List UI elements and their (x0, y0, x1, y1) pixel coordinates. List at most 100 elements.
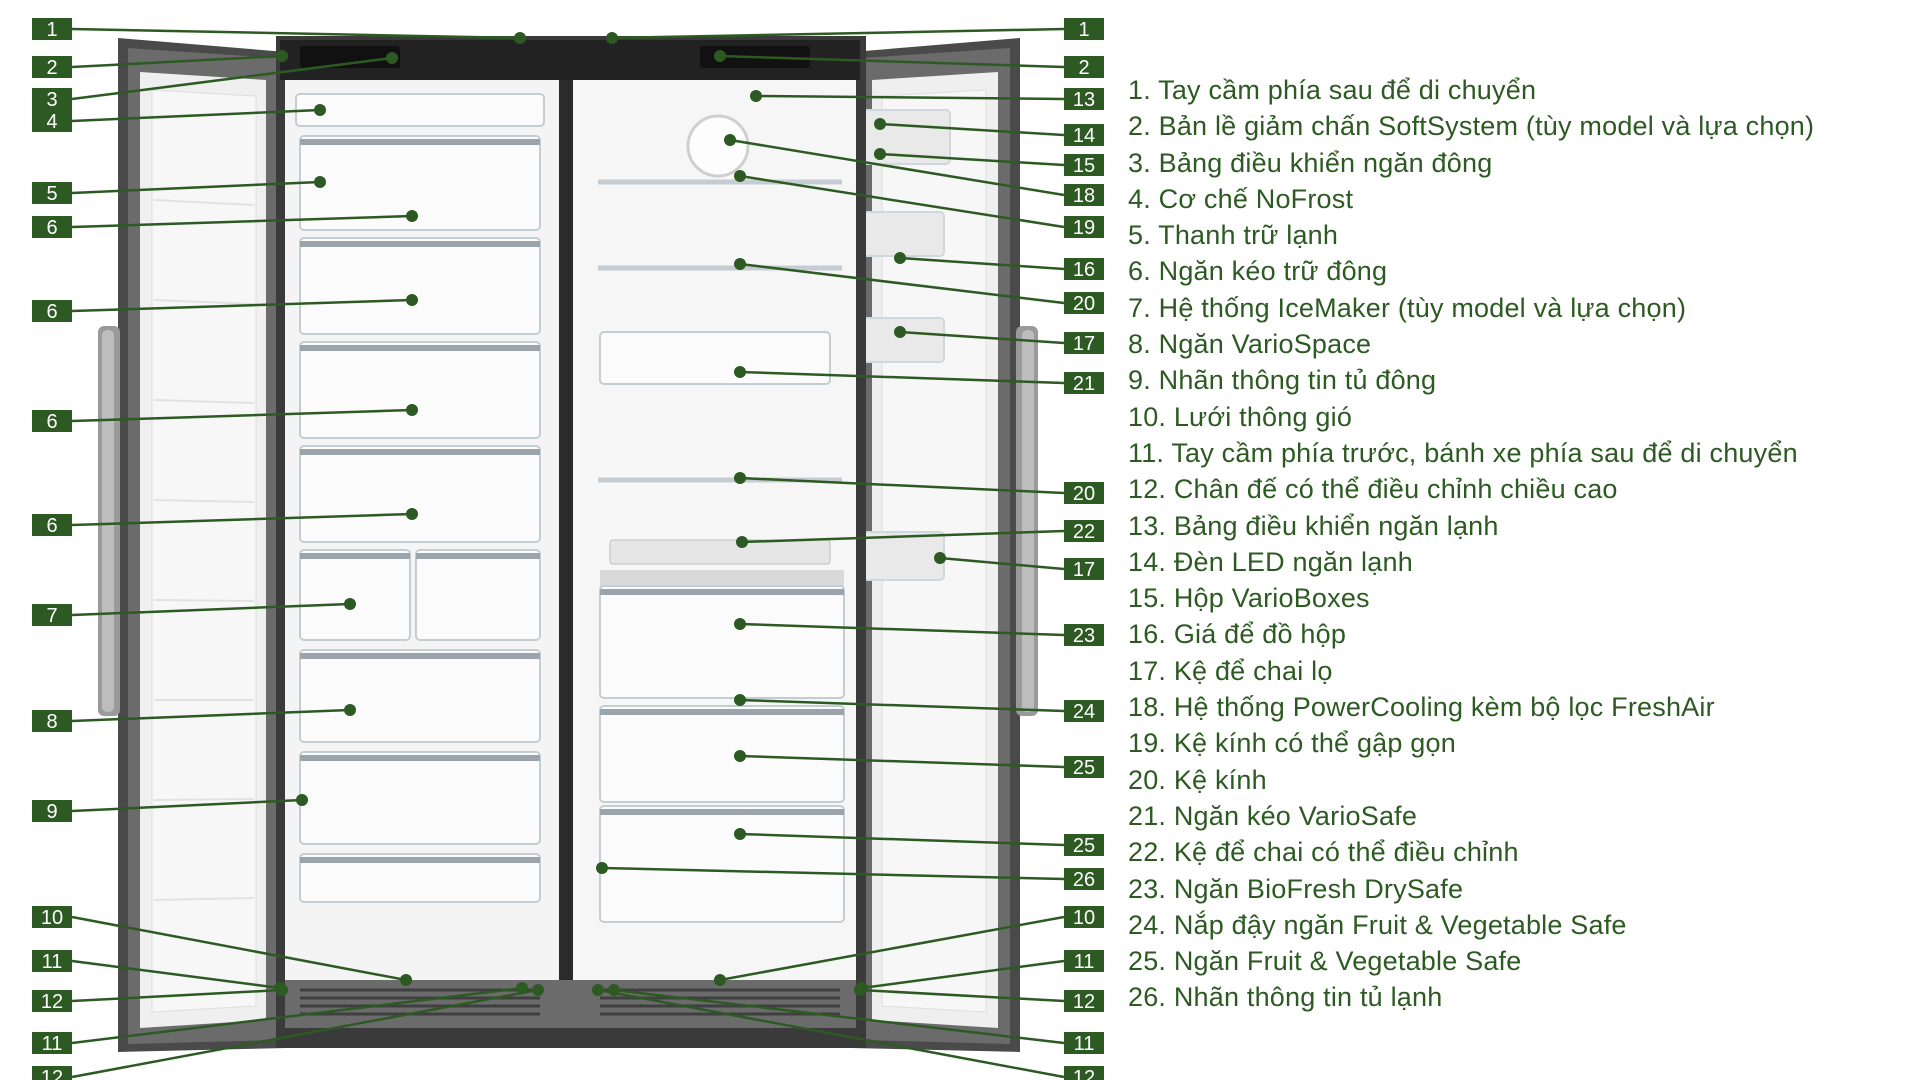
callout-number: 1 (46, 19, 57, 41)
target-dot (344, 704, 356, 716)
leader-line (719, 915, 1065, 982)
fridge-illustration (98, 36, 1038, 1052)
leader-line (741, 529, 1065, 544)
legend-item: 19. Kệ kính có thể gập gọn (1128, 728, 1456, 759)
leader-line (71, 986, 523, 1045)
callout-number: 22 (1073, 521, 1095, 543)
legend-item: 4. Cơ chế NoFrost (1128, 183, 1354, 214)
callout-number: 10 (41, 907, 63, 929)
callout-number: 15 (1073, 155, 1095, 177)
callout-number: 19 (1073, 217, 1095, 239)
callout-right-13: 13 (750, 88, 1104, 111)
leader-line (739, 476, 1065, 495)
leader-line (71, 56, 393, 101)
target-dot (406, 404, 418, 416)
legend-item: 5. Thanh trữ lạnh (1128, 220, 1339, 251)
callout-right-19: 19 (734, 170, 1104, 239)
callout-right-26: 26 (596, 862, 1104, 891)
callout-left-5: 5 (32, 176, 326, 205)
callout-left-6: 6 (32, 210, 418, 239)
leader-line (71, 54, 283, 69)
leader-line (71, 27, 521, 40)
legend-item: 12. Chân đế có thể điều chỉnh chiều cao (1128, 474, 1618, 505)
callout-right-12: 12 (592, 984, 1104, 1080)
callout-number: 20 (1073, 293, 1095, 315)
leader-line (729, 138, 1065, 197)
callout-box (1064, 124, 1104, 146)
legend-list: 1. Tay cầm phía sau để di chuyển 2. Bản … (1128, 72, 1918, 1016)
target-dot (296, 794, 308, 806)
leader-line (899, 330, 1065, 345)
callout-box (1064, 990, 1104, 1012)
leader-line (71, 988, 283, 1003)
target-dot (406, 294, 418, 306)
callout-number: 3 (46, 89, 57, 111)
target-dot (894, 326, 906, 338)
callout-number: 6 (46, 301, 57, 323)
leader-line (71, 214, 413, 229)
callout-number: 26 (1073, 869, 1095, 891)
callout-number: 11 (42, 951, 63, 973)
callout-number: 11 (1074, 951, 1095, 973)
callout-number: 25 (1073, 757, 1095, 779)
leader-line (899, 256, 1065, 271)
legend-item: 13. Bảng điều khiển ngăn lạnh (1128, 510, 1499, 541)
callout-left-8: 8 (32, 704, 356, 733)
callout-number: 6 (46, 515, 57, 537)
target-dot (874, 148, 886, 160)
callout-number: 6 (46, 217, 57, 239)
legend-item: 8. Ngăn VarioSpace (1128, 329, 1372, 360)
callout-box (1064, 834, 1104, 856)
legend-item: 6. Ngăn kéo trữ đông (1128, 256, 1388, 287)
leader-line (879, 152, 1065, 167)
target-dot (750, 90, 762, 102)
target-dot (344, 598, 356, 610)
callout-right-14: 14 (874, 118, 1104, 147)
callout-left-10: 10 (32, 906, 412, 986)
callout-left-6: 6 (32, 508, 418, 537)
callout-right-22: 22 (736, 520, 1104, 548)
legend-item: 25. Ngăn Fruit & Vegetable Safe (1128, 946, 1522, 977)
leader-line (739, 622, 1065, 637)
callout-number: 9 (46, 801, 57, 823)
callout-right-2: 2 (714, 50, 1104, 79)
callout-left-1: 1 (32, 18, 526, 44)
callout-right-12: 12 (854, 984, 1104, 1013)
legend-item: 22. Kệ để chai có thể điều chỉnh (1128, 837, 1519, 868)
callout-box (1064, 184, 1104, 206)
callout-number: 14 (1073, 125, 1095, 147)
callout-number: 17 (1073, 559, 1095, 581)
callout-box (1064, 756, 1104, 778)
callout-right-21: 21 (734, 366, 1104, 395)
target-dot (406, 508, 418, 520)
target-dot (736, 536, 748, 548)
callout-number: 13 (1073, 89, 1095, 111)
callout-right-25: 25 (734, 750, 1104, 779)
leader-line (611, 27, 1065, 40)
callout-box (1064, 558, 1104, 580)
callout-number: 17 (1073, 333, 1095, 355)
callout-right-15: 15 (874, 148, 1104, 177)
callout-box (1064, 520, 1104, 542)
callout-right-18: 18 (724, 134, 1104, 207)
legend-item: 9. Nhãn thông tin tủ đông (1128, 365, 1437, 396)
legend-item: 2. Bản lề giảm chấn SoftSystem (tùy mode… (1128, 111, 1815, 142)
callout-box (1064, 372, 1104, 394)
leader-line (597, 988, 1065, 1079)
callout-box (32, 88, 72, 110)
callout-left-11: 11 (32, 982, 528, 1055)
legend-item: 26. Nhãn thông tin tủ lạnh (1128, 982, 1443, 1013)
callout-box (32, 906, 72, 928)
legend-item: 3. Bảng điều khiển ngăn đông (1128, 147, 1493, 178)
legend-item: 14. Đèn LED ngăn lạnh (1128, 546, 1413, 577)
callout-number: 11 (42, 1033, 63, 1055)
leader-line (739, 370, 1065, 385)
callout-left-7: 7 (32, 598, 356, 627)
callout-number: 20 (1073, 483, 1095, 505)
callout-right-10: 10 (714, 906, 1104, 986)
callout-left-2: 2 (32, 50, 288, 79)
callout-right-20: 20 (734, 472, 1104, 505)
freezer-door (98, 38, 286, 1052)
callout-left-6: 6 (32, 294, 418, 323)
